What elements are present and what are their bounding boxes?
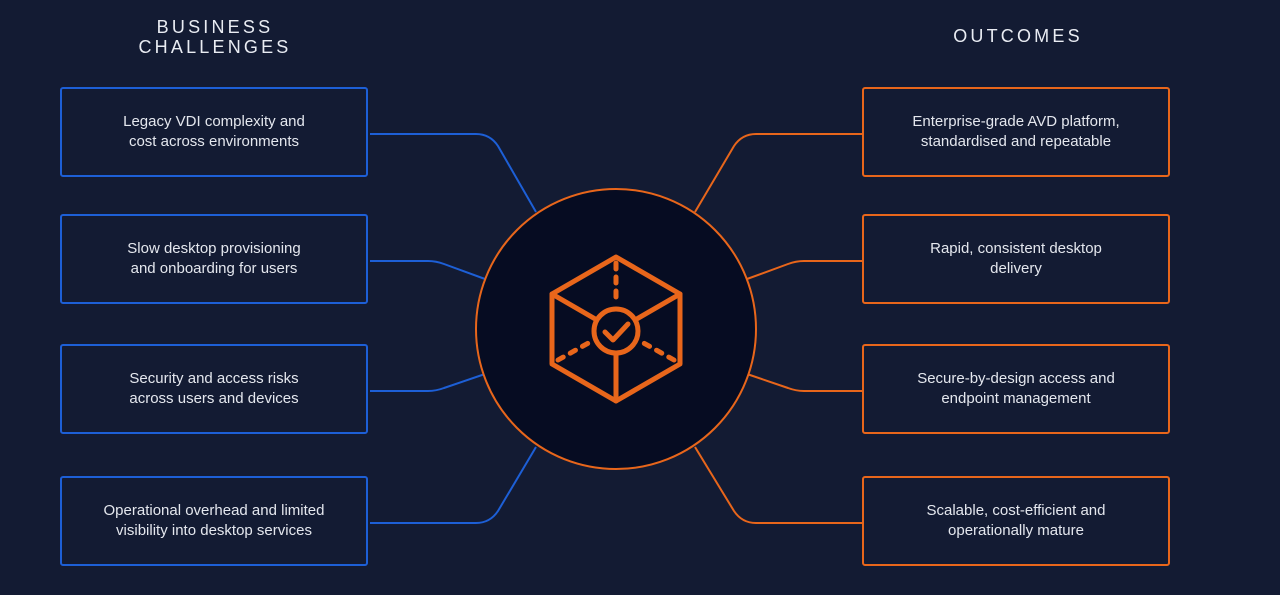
outcome-card-3: Secure-by-design access and endpoint man… (862, 344, 1170, 434)
challenge-card-1: Legacy VDI complexity and cost across en… (60, 87, 368, 177)
outcome-connector-1 (694, 133, 862, 213)
outcome-connector-3 (746, 373, 862, 392)
outcome-connector-4 (694, 446, 862, 524)
outcome-card-2: Rapid, consistent desktop delivery (862, 214, 1170, 304)
outcome-connector-2 (746, 260, 862, 280)
challenge-text-4: Operational overhead and limited visibil… (103, 502, 325, 539)
outcome-text-1: Enterprise-grade AVD platform, standardi… (912, 113, 1120, 150)
challenge-text-2: Slow desktop provisioning and onboarding… (127, 240, 301, 277)
outcome-card-1: Enterprise-grade AVD platform, standardi… (862, 87, 1170, 177)
challenge-card-4: Operational overhead and limited visibil… (60, 476, 368, 566)
outcome-text-2: Rapid, consistent desktop delivery (930, 240, 1102, 277)
cube-check-icon (549, 254, 683, 404)
outcome-card-4: Scalable, cost-efficient and operational… (862, 476, 1170, 566)
outcomes-heading: OUTCOMES (953, 26, 1083, 46)
challenge-card-3: Security and access risks across users a… (60, 344, 368, 434)
outcome-text-4: Scalable, cost-efficient and operational… (926, 502, 1106, 539)
challenge-text-1: Legacy VDI complexity and cost across en… (123, 113, 305, 150)
challenge-connector-4 (370, 446, 537, 524)
challenges-heading: BUSINESS CHALLENGES (138, 17, 292, 57)
challenge-connector-3 (370, 373, 486, 392)
challenge-connector-2 (370, 260, 486, 280)
challenge-connector-1 (370, 133, 537, 213)
outcome-text-3: Secure-by-design access and endpoint man… (917, 370, 1115, 407)
challenge-text-3: Security and access risks across users a… (129, 370, 299, 407)
challenge-card-2: Slow desktop provisioning and onboarding… (60, 214, 368, 304)
